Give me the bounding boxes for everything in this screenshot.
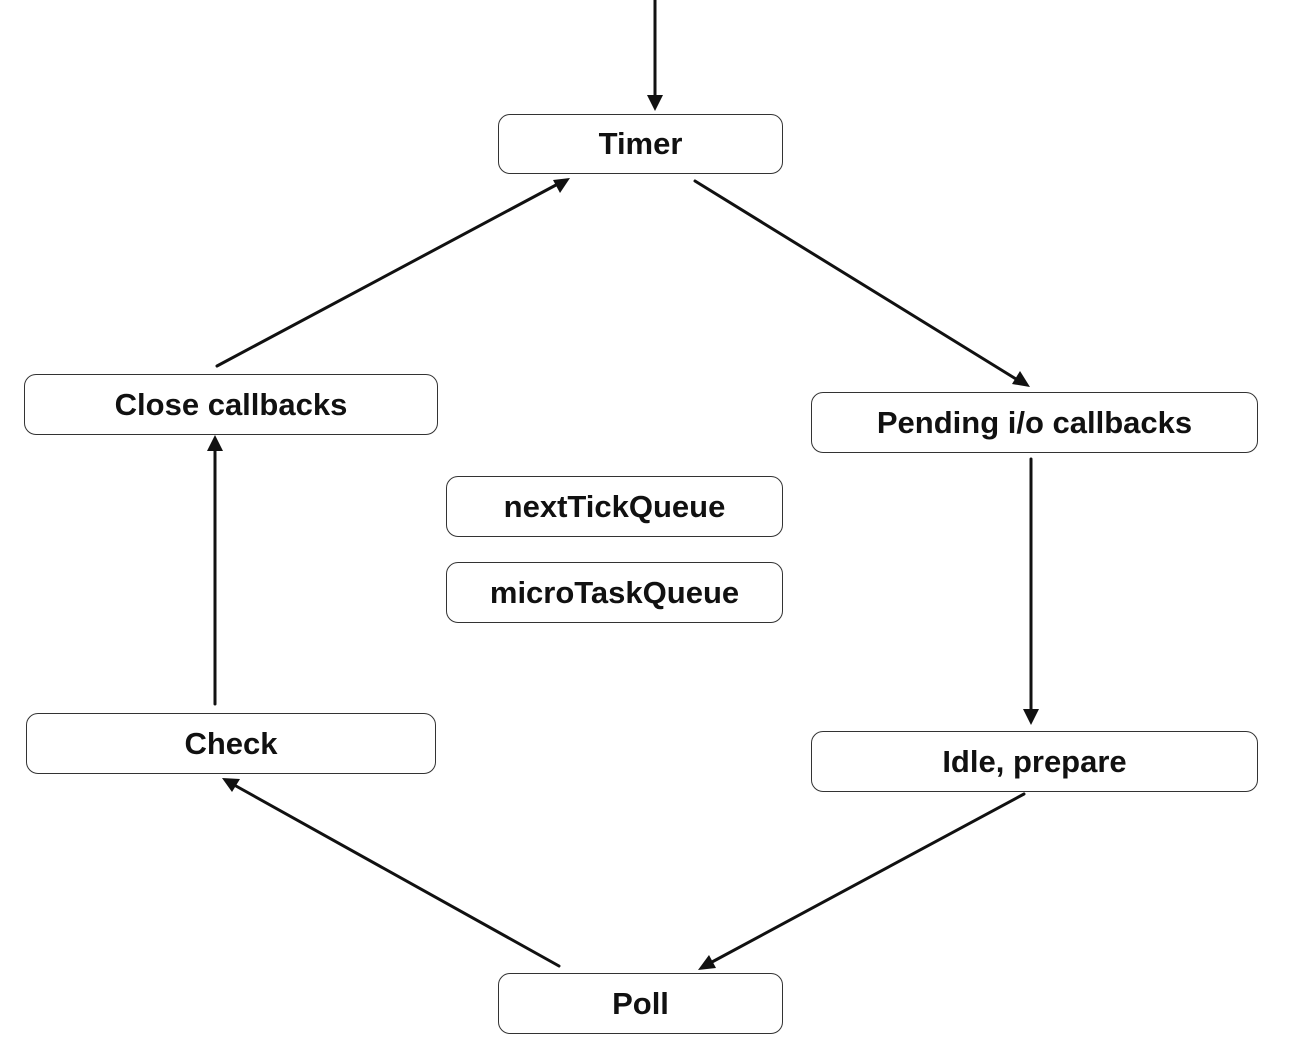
check-label: Check [184,725,278,761]
edge-idle-to-poll [710,792,1026,964]
timer-label: Timer [598,126,683,161]
micro-task-queue-label: microTaskQueue [489,574,740,610]
edge-poll-to-check [234,784,561,968]
close-callbacks-label: Close callbacks [114,386,348,422]
pending-io-callbacks-node: Pending i/o callbacks [811,392,1258,453]
timer-node: Timer [498,114,783,174]
micro-task-queue-node: microTaskQueue [446,562,783,623]
pending-io-callbacks-label: Pending i/o callbacks [876,404,1193,440]
edge-close-to-timer [215,183,558,368]
arrowhead-entry-to-timer [647,95,663,111]
idle-prepare-node: Idle, prepare [811,731,1258,792]
check-node: Check [26,713,436,774]
arrowhead-pending-to-idle [1023,709,1039,725]
idle-prepare-label: Idle, prepare [942,743,1127,779]
next-tick-queue-label: nextTickQueue [503,488,726,524]
poll-node: Poll [498,973,783,1034]
edge-timer-to-pending [693,179,1018,381]
close-callbacks-node: Close callbacks [24,374,438,435]
arrowhead-timer-to-pending [1012,371,1030,387]
next-tick-queue-node: nextTickQueue [446,476,783,537]
arrowhead-close-to-timer [553,178,570,193]
poll-label: Poll [612,985,669,1021]
arrowhead-poll-to-check [222,778,240,792]
arrowhead-check-to-close [207,435,223,451]
arrowhead-idle-to-poll [698,955,716,970]
